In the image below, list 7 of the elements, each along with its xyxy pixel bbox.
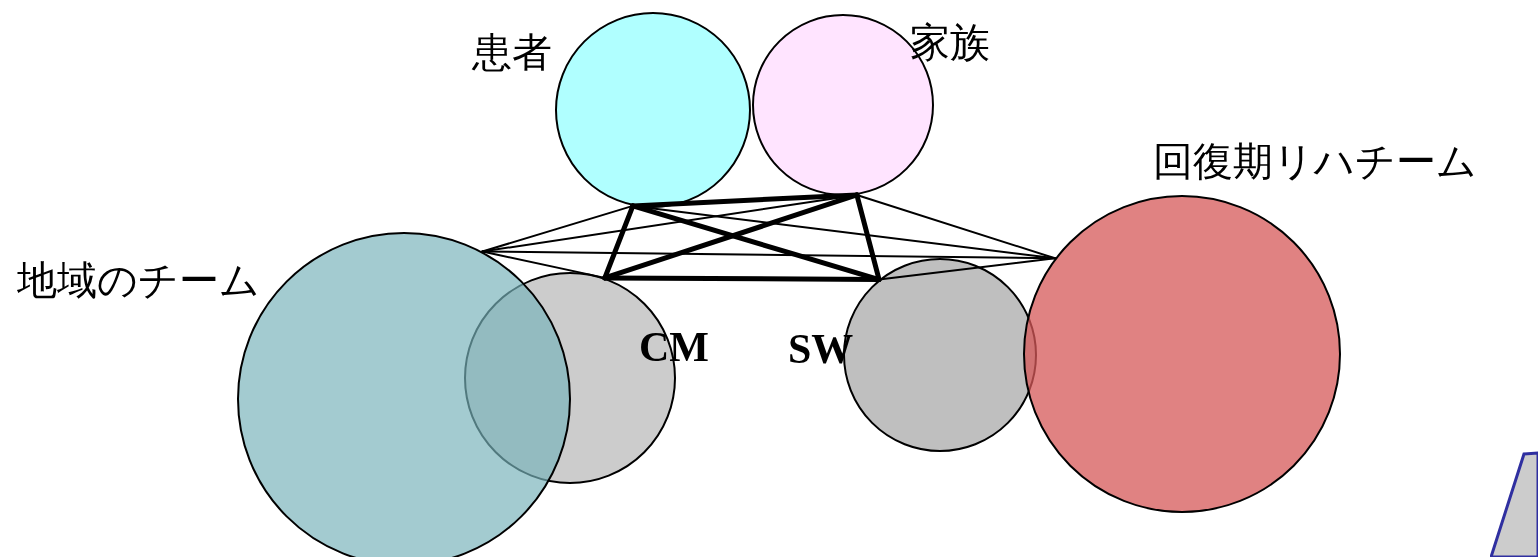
connector-line — [602, 275, 882, 282]
connector-line — [602, 192, 860, 281]
circle-label: 回復期リハチーム — [1153, 141, 1477, 181]
connector-line — [878, 257, 1057, 281]
circle-label: 家族 — [910, 22, 990, 62]
circle-label: 地域のチーム — [17, 260, 260, 300]
circle-label: 患者 — [472, 32, 552, 72]
